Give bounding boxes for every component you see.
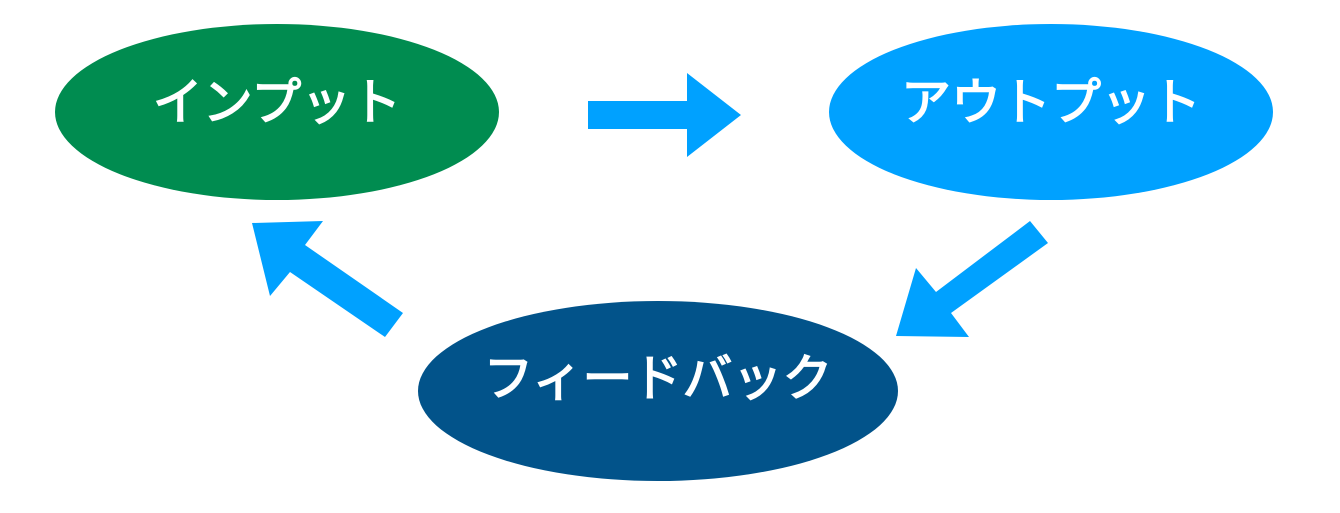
output-ellipse (829, 24, 1273, 200)
feedback-node: フィードバック (418, 301, 898, 481)
output-label: アウトプット (901, 74, 1201, 132)
arrow-input-to-output (588, 73, 741, 157)
output-node: アウトプット (829, 24, 1273, 200)
input-ellipse (55, 24, 499, 200)
input-label: インプット (153, 74, 402, 132)
feedback-ellipse (418, 301, 898, 481)
arrow-feedback-to-input (252, 221, 403, 337)
arrow-output-to-feedback (896, 221, 1048, 337)
input-node: インプット (55, 24, 499, 200)
feedback-label: フィードバック (484, 350, 833, 408)
